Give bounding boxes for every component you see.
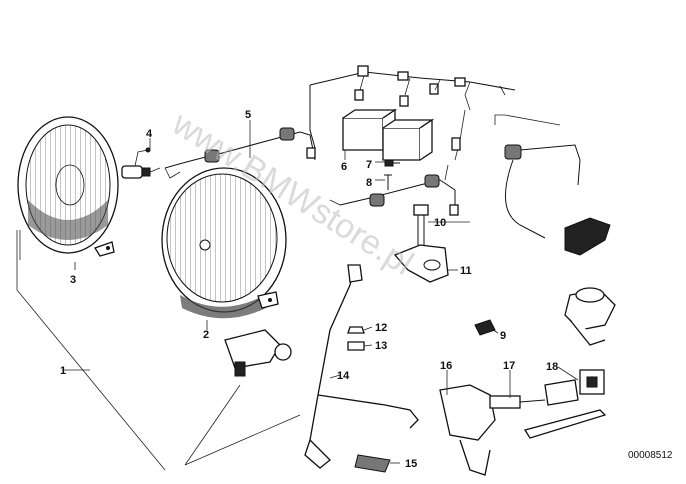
clip (474, 319, 496, 336)
callout-1: 1 (60, 365, 66, 377)
callout-2: 2 (203, 329, 209, 341)
switch-assembly (494, 114, 616, 346)
callout-15: 15 (405, 458, 417, 470)
connectors (439, 369, 607, 476)
bulb (121, 147, 161, 179)
callout-6: 6 (341, 161, 347, 173)
callout-13: 13 (375, 340, 387, 352)
callout-5: 5 (245, 109, 251, 121)
leader-lines (16, 120, 579, 471)
callout-18: 18 (546, 361, 558, 373)
callout-11: 11 (460, 265, 472, 277)
bracket (393, 204, 449, 283)
fog-lamp-left (17, 116, 119, 257)
stay-bracket (304, 264, 419, 473)
fog-lamp-centre (161, 167, 287, 319)
callout-4: 4 (146, 128, 153, 140)
lamp-switch (224, 329, 292, 377)
callout-10: 10 (434, 217, 446, 229)
callout-17: 17 (503, 360, 515, 372)
callout-3: 3 (70, 274, 76, 286)
small-screws (384, 159, 400, 190)
callout-9: 9 (500, 330, 506, 342)
relays (342, 83, 439, 161)
callouts: 1 2 3 4 5 6 7 8 9 10 11 12 13 14 15 16 1… (60, 109, 558, 470)
callout-12: 12 (375, 322, 387, 334)
cable-lower (329, 164, 459, 216)
callout-16: 16 (440, 360, 452, 372)
wiring-harness (309, 65, 516, 161)
callout-14: 14 (337, 370, 350, 382)
cable-5 (164, 127, 316, 179)
reference-number: 00008512 (628, 450, 673, 461)
callout-7: 7 (366, 159, 372, 171)
callout-8: 8 (366, 177, 372, 189)
